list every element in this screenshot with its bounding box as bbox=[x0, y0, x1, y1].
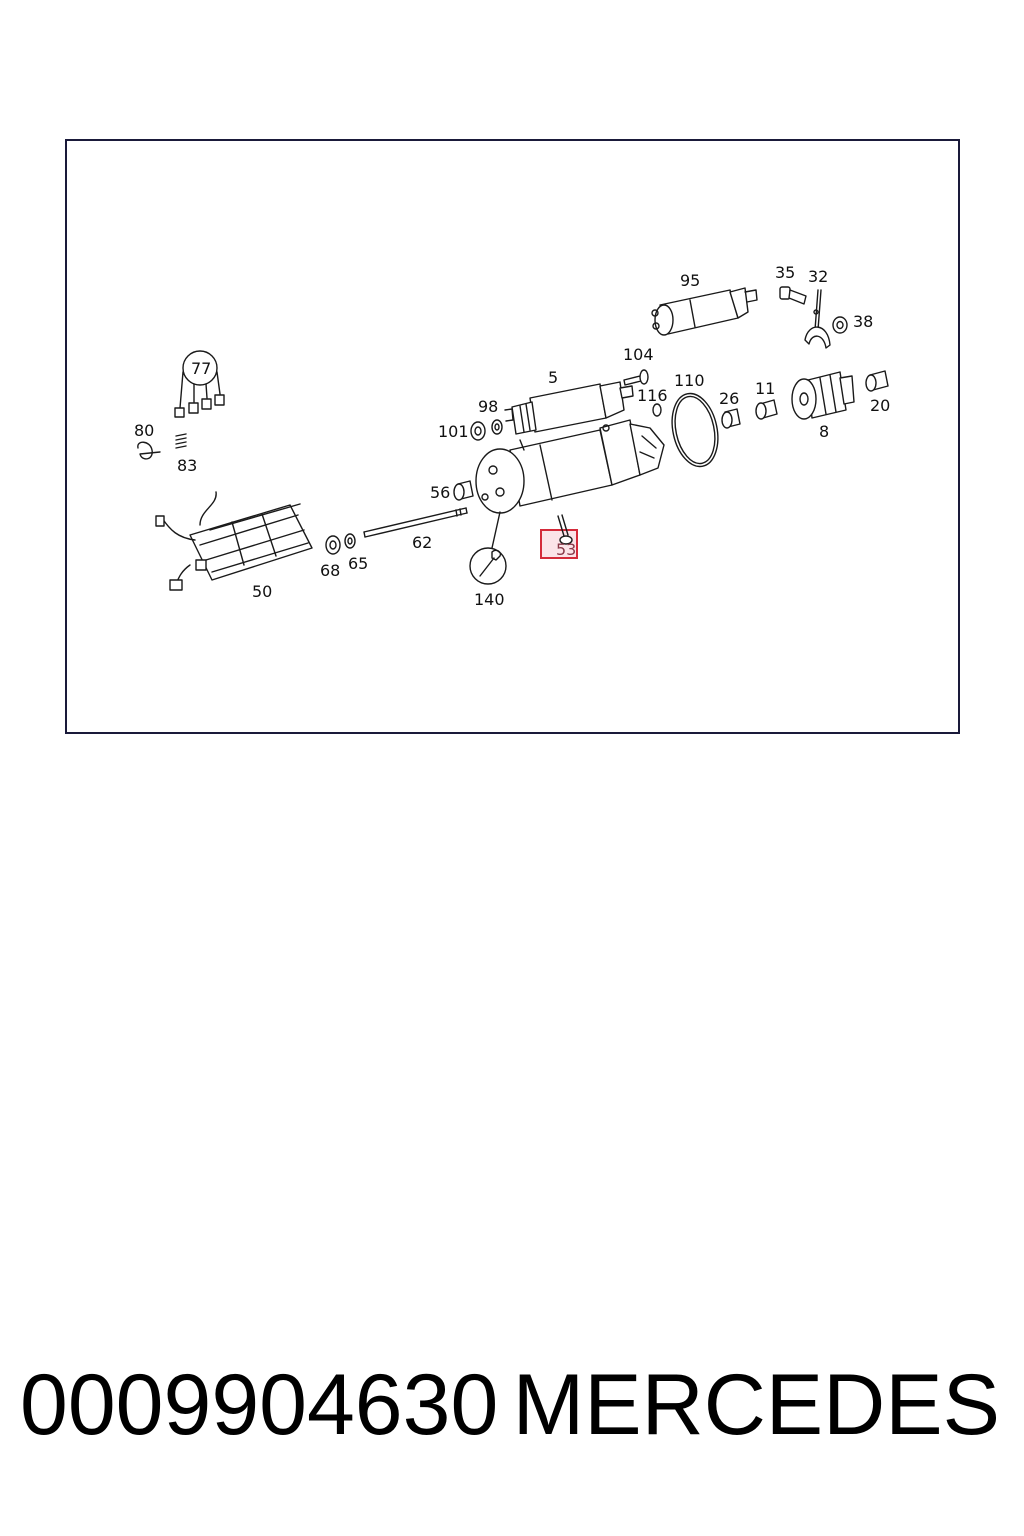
through-bolt-62[interactable] bbox=[363, 507, 468, 538]
part-label-77: 77 bbox=[191, 359, 211, 378]
part-label-11: 11 bbox=[755, 379, 775, 398]
part-label-98: 98 bbox=[478, 397, 498, 416]
part-label-116: 116 bbox=[637, 386, 668, 405]
brand-name: MERCEDES bbox=[512, 1357, 1000, 1453]
part-label-95: 95 bbox=[680, 271, 700, 290]
pinion-clutch-8[interactable] bbox=[791, 371, 855, 420]
screw-104[interactable] bbox=[623, 369, 649, 386]
spring-83[interactable] bbox=[175, 433, 187, 449]
part-label-32: 32 bbox=[808, 267, 828, 286]
part-label-8: 8 bbox=[819, 422, 829, 441]
part-label-50: 50 bbox=[252, 582, 272, 601]
part-label-5: 5 bbox=[548, 368, 558, 387]
part-label-104: 104 bbox=[623, 345, 654, 364]
part-label-83: 83 bbox=[177, 456, 197, 475]
brush-holder-50[interactable] bbox=[155, 491, 313, 591]
part-label-62: 62 bbox=[412, 533, 432, 552]
spring-clip-80[interactable] bbox=[137, 441, 161, 460]
bushing-11[interactable] bbox=[755, 399, 778, 420]
wrench-icon bbox=[469, 511, 507, 585]
part-label-110: 110 bbox=[674, 371, 705, 390]
starter-housing[interactable] bbox=[475, 419, 665, 514]
brush-set-77[interactable] bbox=[174, 350, 225, 418]
part-label-26: 26 bbox=[719, 389, 739, 408]
washer-98[interactable] bbox=[491, 419, 503, 435]
part-label-38: 38 bbox=[853, 312, 873, 331]
o-ring-110[interactable] bbox=[666, 389, 724, 471]
solenoid-95[interactable] bbox=[651, 287, 758, 336]
ring-116[interactable] bbox=[652, 403, 662, 417]
part-label-53: 53 bbox=[556, 540, 576, 559]
bushing-26[interactable] bbox=[721, 408, 741, 429]
part-label-80: 80 bbox=[134, 421, 154, 440]
part-label-35: 35 bbox=[775, 263, 795, 282]
part-label-56: 56 bbox=[430, 483, 450, 502]
screw-53[interactable] bbox=[540, 514, 578, 559]
washer-68[interactable] bbox=[325, 535, 341, 555]
part-label-140: 140 bbox=[474, 590, 505, 609]
washer-65[interactable] bbox=[344, 533, 356, 549]
sleeve-20[interactable] bbox=[865, 370, 889, 392]
washer-101[interactable] bbox=[470, 421, 486, 441]
lever-fork-32[interactable] bbox=[804, 289, 831, 349]
part-label-68: 68 bbox=[320, 561, 340, 580]
bushing-56[interactable] bbox=[453, 480, 474, 501]
washer-38[interactable] bbox=[832, 316, 848, 334]
armature-5[interactable] bbox=[504, 381, 634, 435]
part-label-20: 20 bbox=[870, 396, 890, 415]
bolt-35[interactable] bbox=[779, 286, 807, 305]
part-number: 0009904630 bbox=[20, 1357, 499, 1453]
part-label-101: 101 bbox=[438, 422, 469, 441]
exploded-parts-diagram: 95 35 32 38 104 5 110 116 26 11 20 8 98 … bbox=[134, 263, 890, 609]
part-label-65: 65 bbox=[348, 554, 368, 573]
highlight-box-53 bbox=[540, 529, 578, 559]
diagram-frame bbox=[65, 139, 960, 734]
